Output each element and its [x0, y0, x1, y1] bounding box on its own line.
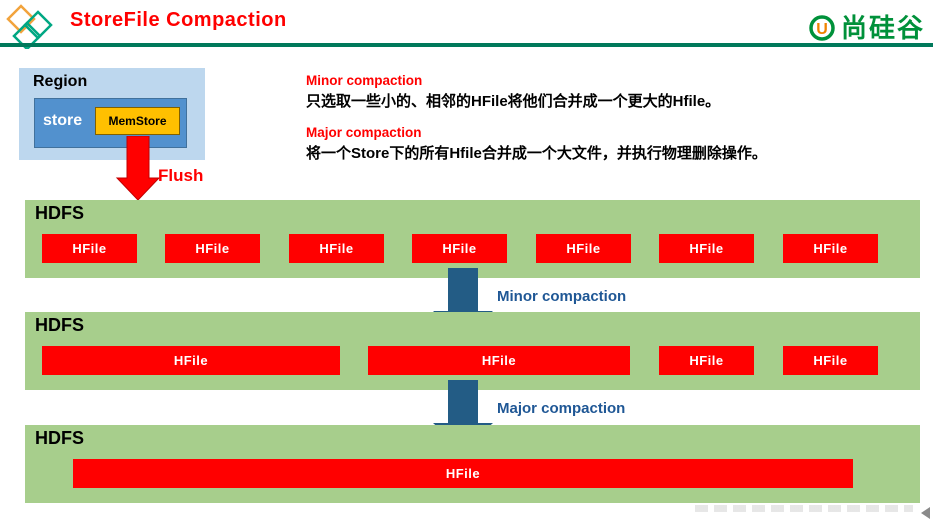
- region-label: Region: [33, 73, 88, 90]
- brand-logo: U 尚硅谷: [807, 8, 925, 45]
- corner-marker-icon: [921, 507, 930, 519]
- hfile-box: HFile: [368, 346, 630, 375]
- diamonds-logo-icon: [6, 4, 53, 49]
- hfile-box: HFile: [42, 234, 137, 263]
- hdfs-label: HDFS: [35, 315, 84, 335]
- major-note-desc: 将一个Store下的所有Hfile合并成一个大文件，并执行物理删除操作。: [306, 145, 767, 162]
- hdfs-band-1: HDFS HFile HFile HFile HFile HFile HFile…: [25, 200, 920, 278]
- memstore-box: MemStore: [95, 107, 180, 135]
- header-divider: [0, 43, 933, 47]
- watermark: [695, 505, 913, 512]
- major-compaction-arrow-label: Major compaction: [497, 400, 626, 417]
- hfile-box: HFile: [73, 459, 853, 488]
- hdfs-label: HDFS: [35, 203, 84, 223]
- hfile-box: HFile: [536, 234, 631, 263]
- minor-note-title: Minor compaction: [306, 73, 423, 88]
- svg-text:U: U: [816, 21, 828, 38]
- hfile-box: HFile: [659, 234, 754, 263]
- major-note-title: Major compaction: [306, 125, 422, 140]
- brand-u-icon: U: [809, 14, 835, 41]
- flush-arrow-icon: [115, 136, 161, 201]
- hfile-box: HFile: [659, 346, 754, 375]
- flush-label: Flush: [158, 166, 204, 185]
- hfile-box: HFile: [783, 234, 878, 263]
- hfile-box: HFile: [783, 346, 878, 375]
- brand-logo-text: 尚硅谷: [840, 13, 925, 43]
- hdfs-band-3: HDFS HFile: [25, 425, 920, 503]
- hdfs-label: HDFS: [35, 428, 84, 448]
- hfile-box: HFile: [289, 234, 384, 263]
- store-label: store: [43, 112, 83, 129]
- hfile-box: HFile: [165, 234, 260, 263]
- page-title: StoreFile Compaction: [70, 9, 287, 31]
- hfile-box: HFile: [412, 234, 507, 263]
- hdfs-band-2: HDFS HFile HFile HFile HFile: [25, 312, 920, 390]
- hfile-box: HFile: [42, 346, 340, 375]
- minor-compaction-arrow-label: Minor compaction: [497, 288, 627, 305]
- minor-note-desc: 只选取一些小的、相邻的HFile将他们合并成一个更大的Hfile。: [306, 93, 721, 110]
